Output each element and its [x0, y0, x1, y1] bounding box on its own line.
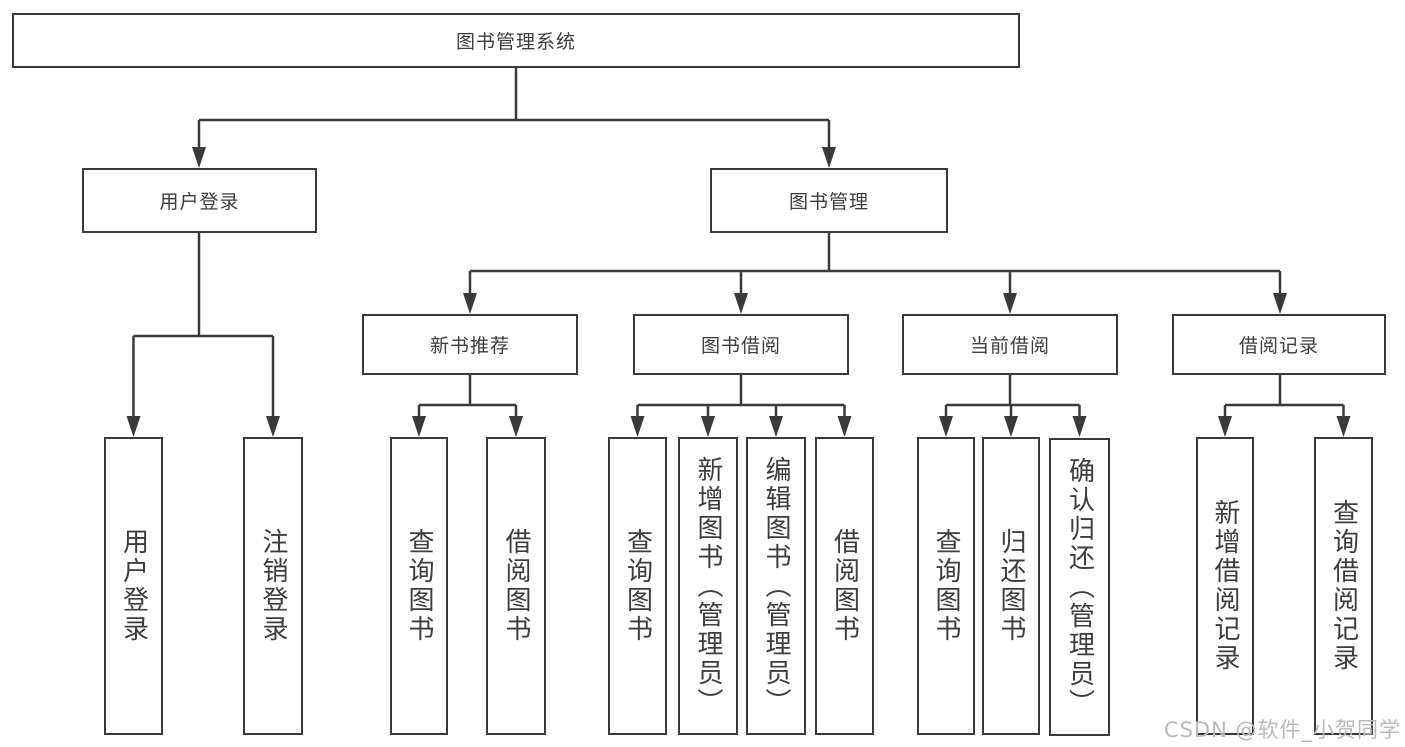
- leaf-cb-return-books: 归还图书: [982, 437, 1040, 735]
- leaf-label: 归还图书: [996, 528, 1026, 644]
- leaf-br-query-record: 查询借阅记录: [1314, 437, 1373, 735]
- leaf-cb-query-books: 查询图书: [917, 437, 975, 735]
- leaf-nbr-query-books: 查询图书: [390, 437, 448, 735]
- leaf-bb-query-books: 查询图书: [608, 437, 667, 735]
- node-new-book-recommendation: 新书推荐: [362, 314, 578, 375]
- leaf-bb-borrow-books: 借阅图书: [815, 437, 874, 735]
- leaf-label: 注销登录: [258, 528, 288, 644]
- leaf-br-add-record: 新增借阅记录: [1196, 437, 1254, 735]
- node-user-login: 用户登录: [82, 168, 317, 233]
- node-current-borrowing: 当前借阅: [902, 314, 1118, 375]
- leaf-label: 编辑图书（管理员）: [761, 455, 791, 717]
- node-book-management: 图书管理: [710, 168, 948, 233]
- node-label: 用户登录: [159, 191, 240, 213]
- node-label: 图书管理: [788, 191, 869, 213]
- leaf-nbr-borrow-books: 借阅图书: [486, 437, 546, 735]
- node-label: 借阅记录: [1238, 335, 1319, 357]
- node-library-management-system: 图书管理系统: [12, 13, 1020, 68]
- arrowheads: [126, 147, 1351, 437]
- leaf-label: 用户登录: [118, 528, 149, 644]
- leaf-bb-edit-books-admin: 编辑图书（管理员）: [746, 437, 806, 735]
- node-label: 图书借阅: [700, 335, 781, 357]
- leaf-bb-add-books-admin: 新增图书（管理员）: [678, 437, 738, 735]
- node-book-borrowing: 图书借阅: [633, 314, 849, 375]
- leaf-label: 借阅图书: [829, 528, 860, 644]
- node-label: 当前借阅: [969, 335, 1050, 357]
- leaf-logout: 注销登录: [243, 437, 303, 735]
- leaf-label: 查询图书: [404, 528, 434, 644]
- leaf-label: 新增图书（管理员）: [693, 455, 723, 717]
- leaf-user-login: 用户登录: [104, 437, 163, 735]
- leaf-label: 确认归还（管理员）: [1064, 456, 1095, 718]
- leaf-label: 新增借阅记录: [1210, 499, 1240, 673]
- leaf-label: 借阅图书: [501, 528, 531, 644]
- leaf-label: 查询借阅记录: [1328, 499, 1359, 673]
- node-label: 图书管理系统: [455, 31, 576, 53]
- node-label: 新书推荐: [429, 335, 510, 357]
- node-borrowing-records: 借阅记录: [1172, 314, 1386, 375]
- leaf-label: 查询图书: [622, 528, 653, 644]
- leaf-cb-confirm-return-admin: 确认归还（管理员）: [1049, 438, 1110, 736]
- leaf-label: 查询图书: [931, 528, 961, 644]
- csdn-watermark: CSDN @软件_小贺同学: [1163, 718, 1401, 742]
